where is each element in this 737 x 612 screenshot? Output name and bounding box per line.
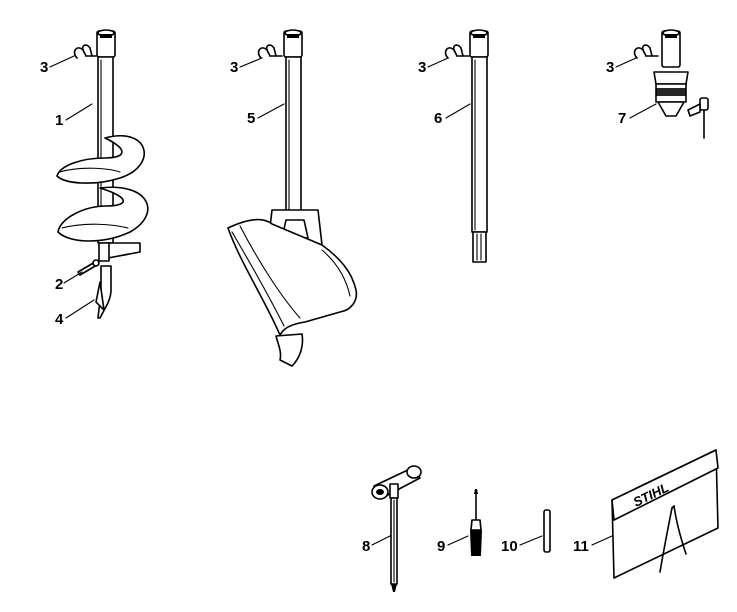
callout-5: 5 [247, 110, 255, 127]
callout-9: 9 [437, 538, 445, 555]
auger-part-1 [56, 29, 149, 319]
callout-11: 11 [573, 538, 589, 555]
extension-shaft-part-6 [469, 29, 489, 263]
callout-2: 2 [55, 276, 63, 293]
drill-chuck-part-7 [653, 29, 709, 139]
leader-lines [49, 55, 657, 546]
spring-clip-part-3 [633, 44, 659, 59]
callout-3: 3 [418, 59, 426, 76]
callout-3: 3 [606, 59, 614, 76]
pin-part-10 [543, 509, 551, 553]
spring-clip-part-3 [444, 44, 470, 59]
screwdriver-part-9 [470, 489, 482, 556]
callout-6: 6 [434, 110, 442, 127]
callout-labels: 1 2 3 4 3 5 3 6 3 7 8 9 10 11 [40, 59, 626, 555]
spring-clip-part-3 [257, 44, 283, 59]
spring-clip-part-3 [73, 44, 97, 59]
callout-10: 10 [501, 538, 518, 555]
callout-3: 3 [40, 59, 48, 76]
callout-8: 8 [362, 538, 370, 555]
callout-1: 1 [55, 112, 63, 129]
callout-7: 7 [618, 110, 626, 127]
combination-wrench-part-8 [371, 465, 422, 592]
scoop-auger-part-5 [227, 29, 358, 367]
tool-pouch-part-11: STIHL [611, 449, 719, 579]
callout-4: 4 [55, 311, 64, 328]
callout-3: 3 [230, 59, 238, 76]
